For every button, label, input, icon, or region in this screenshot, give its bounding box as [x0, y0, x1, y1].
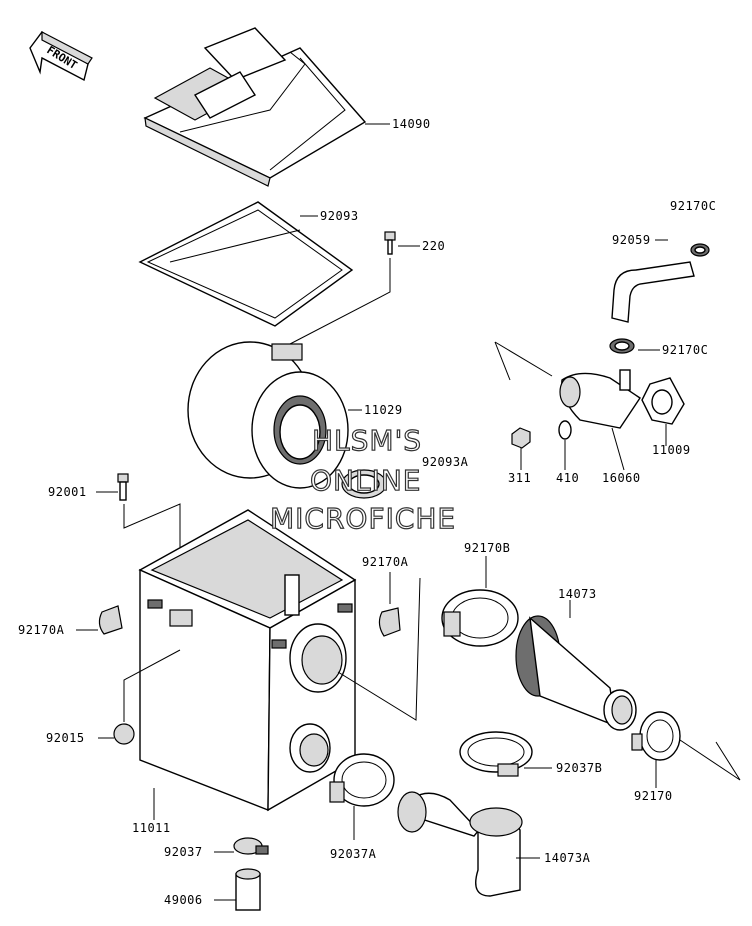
clamp-92037: [233, 837, 269, 855]
label-14090: 14090: [392, 117, 431, 131]
watermark-line-3: MICROFICHE: [270, 502, 456, 535]
air-cleaner-case: [138, 509, 357, 812]
label-14073A: 14073A: [544, 851, 591, 865]
bolt-92001: [117, 473, 129, 501]
washer-410: [558, 420, 572, 440]
intake-boot: [515, 615, 637, 731]
inlet-fitting: [559, 369, 641, 429]
watermark-line-1: HLSM'S: [312, 424, 422, 457]
label-92170A-left: 92170A: [18, 623, 65, 637]
label-92037B: 92037B: [556, 761, 602, 775]
drain-tube: [235, 868, 261, 911]
watermark: HLSM'S ONLINE MICROFICHE: [269, 423, 456, 535]
label-49006: 49006: [164, 893, 203, 907]
clip-92170A-left: [98, 605, 123, 635]
screw-220: [384, 231, 396, 255]
gasket: [138, 201, 354, 327]
front-arrow-icon: FRONT: [29, 31, 93, 82]
nut-92015: [113, 723, 135, 745]
label-410: 410: [556, 471, 579, 485]
clamp-92170: [631, 711, 681, 761]
label-11009: 11009: [652, 443, 691, 457]
watermark-line-2: ONLINE: [310, 464, 421, 497]
label-16060: 16060: [602, 471, 641, 485]
nut-311: [511, 427, 531, 449]
label-11011: 11011: [132, 821, 171, 835]
label-92059: 92059: [612, 233, 651, 247]
air-filter-element: [187, 341, 349, 489]
label-92170A-mid: 92170A: [362, 555, 409, 569]
clamp-92170C-top: [690, 243, 710, 257]
label-92037: 92037: [164, 845, 203, 859]
label-92093A: 92093A: [422, 455, 469, 469]
label-92037A: 92037A: [330, 847, 377, 861]
label-92170: 92170: [634, 789, 673, 803]
label-92170B: 92170B: [464, 541, 510, 555]
label-92170C-bottom: 92170C: [662, 343, 708, 357]
label-220: 220: [422, 239, 445, 253]
o-ring-92093A: [341, 469, 387, 499]
label-11029: 11029: [364, 403, 403, 417]
label-92093: 92093: [320, 209, 359, 223]
gasket-11009: [641, 377, 685, 425]
label-311: 311: [508, 471, 531, 485]
clamp-92170B: [441, 589, 519, 647]
clamp-92037A: [329, 753, 395, 807]
label-92015: 92015: [46, 731, 85, 745]
clip-92170A-mid: [378, 607, 401, 637]
intake-duct: [397, 791, 523, 897]
breather-hose: [611, 261, 695, 323]
clamp-92170C-bottom: [609, 338, 635, 354]
label-92170C-top: 92170C: [670, 199, 716, 213]
air-cleaner-cover: [143, 27, 367, 187]
clamp-92037B: [459, 731, 533, 777]
label-14073: 14073: [558, 587, 597, 601]
label-92001: 92001: [48, 485, 87, 499]
